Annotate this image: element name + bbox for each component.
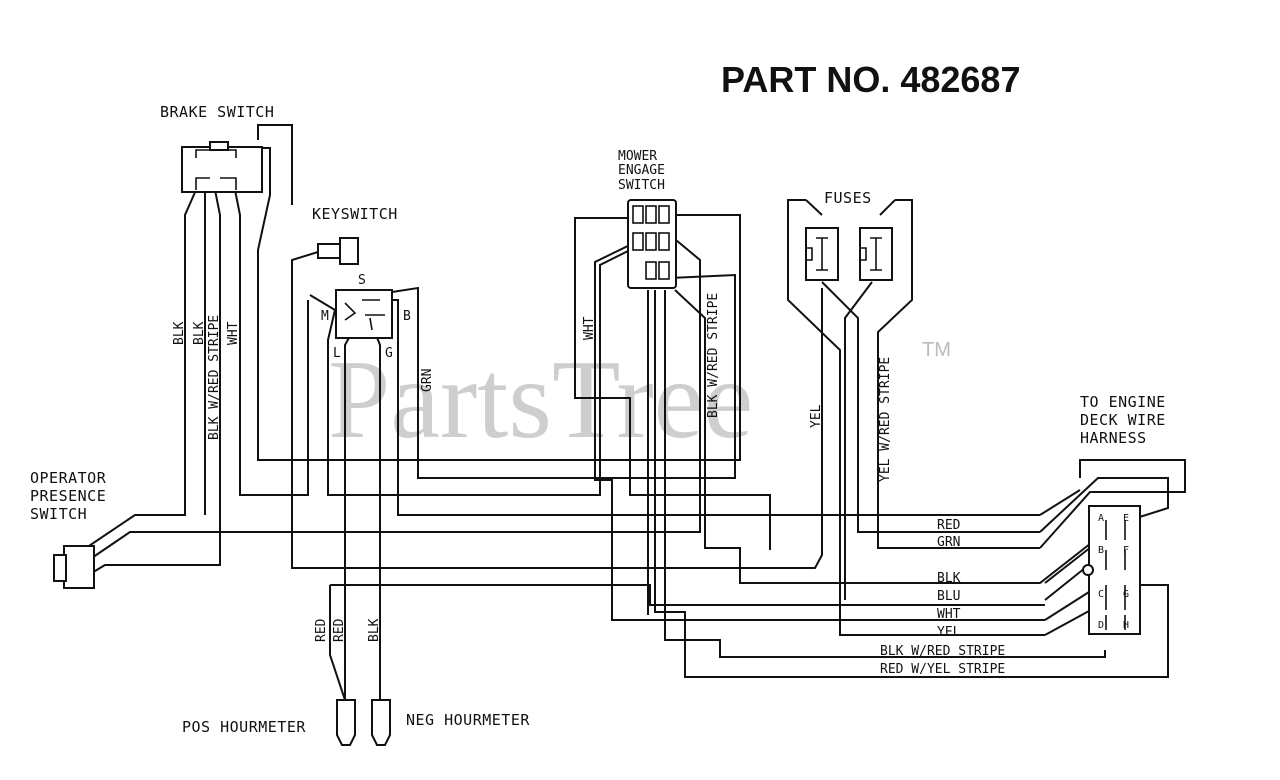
wire-label-red-w-yel: RED W/YEL STRIPE	[880, 662, 1005, 677]
wire-label-blu: BLU	[937, 589, 960, 604]
wire-label-blk-w-red-2: BLK W/RED STRIPE	[706, 293, 721, 418]
keyswitch-label: KEYSWITCH	[312, 205, 398, 223]
wire-label-grn-h: GRN	[937, 535, 960, 550]
wire-label-blk-w-red-1: BLK W/RED STRIPE	[207, 315, 222, 440]
ops-label-2: PRESENCE	[30, 487, 106, 505]
wire-fuse-right-outer	[877, 199, 1040, 549]
mower-engage-label-3: SWITCH	[618, 178, 665, 193]
wire-label-grn: GRN	[420, 369, 435, 392]
wire-label-yel-h: YEL	[937, 625, 961, 640]
pos-hourmeter-terminal[interactable]	[336, 699, 356, 746]
harness-label-2: DECK WIRE	[1080, 411, 1166, 429]
keyswitch-pin-b: B	[403, 309, 411, 324]
watermark-trademark: TM	[922, 339, 951, 361]
wire-brake-top-outer	[257, 124, 293, 205]
wire-fuse-top	[805, 199, 896, 216]
keyswitch-pin-m: M	[321, 309, 329, 324]
wire-label-blk-h: BLK	[937, 571, 961, 586]
wire-ops-upper	[79, 239, 701, 567]
wire-label-blk-1: BLK	[172, 321, 187, 345]
mower-engage-label-1: MOWER	[618, 149, 657, 164]
brake-switch[interactable]	[181, 141, 263, 193]
wire-brake-top	[248, 147, 741, 461]
wire-mes-blk-red	[664, 290, 1106, 658]
wire-harness-blk-red	[1039, 489, 1081, 516]
wire-label-red: RED	[937, 518, 961, 533]
wire-label-wht-1: WHT	[226, 321, 241, 345]
wire-brake-wht	[234, 189, 309, 496]
keyswitch-pin-s: S	[358, 273, 366, 288]
keyswitch[interactable]	[335, 289, 393, 339]
keyswitch-plug[interactable]	[317, 237, 359, 265]
neg-hourmeter-terminal[interactable]	[371, 699, 391, 746]
wire-label-wht-h: WHT	[937, 607, 961, 622]
ops-label-1: OPERATOR	[30, 469, 107, 487]
wire-fuse-left-inner	[821, 281, 1040, 533]
wire-key-lead	[291, 251, 823, 569]
wire-key-b	[391, 273, 736, 479]
part-number-title: PART NO. 482687	[721, 59, 1020, 100]
harness-pin-d: D	[1098, 620, 1104, 631]
harness-pin-f: F	[1123, 545, 1129, 556]
wire-label-yel-w-red: YEL W/RED STRIPE	[878, 357, 893, 482]
harness-pin-a: A	[1098, 513, 1104, 524]
mower-engage-label-2: ENGAGE	[618, 163, 665, 178]
harness-pin-b: B	[1098, 545, 1104, 556]
vertical-wire-labels: BLK BLK BLK W/RED STRIPE WHT GRN WHT BLK…	[172, 293, 893, 642]
operator-presence-switch[interactable]	[53, 545, 95, 589]
keyswitch-pin-l: L	[333, 346, 341, 361]
brake-switch-label: BRAKE SWITCH	[160, 103, 274, 121]
wire-label-wht-2: WHT	[582, 316, 597, 340]
wire-harness-grn	[1039, 459, 1186, 549]
wire-label-blk-3: BLK	[367, 618, 382, 642]
engine-deck-harness-connector[interactable]	[1082, 505, 1141, 635]
wire-label-red-1: RED	[314, 618, 329, 642]
harness-pin-e: E	[1123, 513, 1129, 524]
neg-hourmeter-label: NEG HOURMETER	[406, 711, 530, 729]
fuse-right[interactable]	[859, 227, 893, 281]
harness-pin-g: G	[1123, 589, 1129, 600]
horizontal-wire-labels: RED GRN BLK BLU WHT YEL BLK W/RED STRIPE…	[880, 518, 1005, 677]
wire-label-blk-w-red-h: BLK W/RED STRIPE	[880, 644, 1005, 659]
harness-pin-c: C	[1098, 589, 1104, 600]
wire-fuse-right-inner	[844, 281, 873, 600]
wire-label-red-2: RED	[332, 618, 347, 642]
wire-pos-red-top	[330, 584, 1045, 606]
fuse-left[interactable]	[805, 227, 839, 281]
wire-brake-blk-1	[79, 189, 197, 553]
wire-mes-right	[674, 289, 1096, 584]
mower-engage-switch[interactable]	[627, 199, 677, 289]
wire-mes-loop	[654, 290, 1169, 678]
ops-label-3: SWITCH	[30, 505, 87, 523]
wire-fuse-left-outer	[787, 199, 1045, 636]
harness-label-3: HARNESS	[1080, 429, 1147, 447]
keyswitch-pin-g: G	[385, 346, 393, 361]
wire-mes-wht	[574, 217, 771, 550]
wire-brake-blk-w-red	[79, 189, 221, 581]
wire-label-yel: YEL	[809, 404, 824, 428]
harness-label-1: TO ENGINE	[1080, 393, 1166, 411]
fuses-label: FUSES	[824, 189, 872, 207]
harness-pin-h: H	[1123, 620, 1129, 631]
wire-harness-red	[1039, 477, 1169, 533]
wire-label-blk-2: BLK	[192, 321, 207, 345]
wire-pos-red	[329, 585, 346, 701]
pos-hourmeter-label: POS HOURMETER	[182, 718, 306, 736]
